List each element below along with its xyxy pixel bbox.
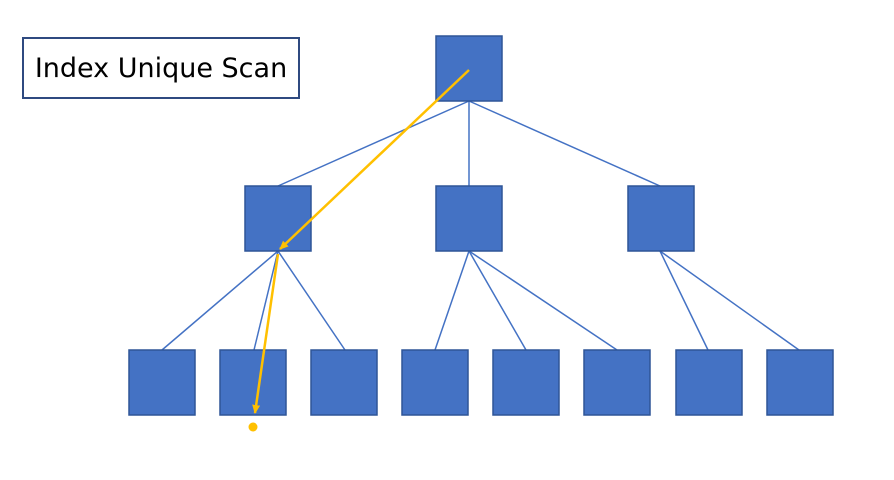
tree-edges [161,100,800,351]
leaf-node-4 [401,349,469,416]
scan-arrow-root-to-branch [279,69,470,250]
edge-branch-3-leaf-7 [659,250,709,351]
branch-node-3 [627,185,695,252]
leaf-node-2 [219,349,287,416]
edge-root-branch-3 [468,100,661,187]
leaf-node-8 [766,349,834,416]
branch-node-2 [435,185,503,252]
leaf-node-1 [128,349,196,416]
tree-nodes [128,35,834,416]
scan-path [252,69,470,414]
edge-branch-1-leaf-2 [253,250,279,351]
leaf-node-7 [675,349,743,416]
edge-branch-2-leaf-4 [434,250,470,351]
edge-branch-2-leaf-6 [468,250,618,351]
edge-branch-1-leaf-1 [161,250,279,351]
edge-branch-2-leaf-5 [468,250,527,351]
leaf-node-5 [492,349,560,416]
leaf-node-6 [583,349,651,416]
root-node [435,35,503,102]
edge-branch-3-leaf-8 [659,250,800,351]
target-row-dot [248,422,258,432]
edge-branch-1-leaf-3 [277,250,346,351]
diagram-title: Index Unique Scan [22,37,300,99]
branch-node-1 [244,185,312,252]
edge-root-branch-1 [277,100,470,187]
leaf-node-3 [310,349,378,416]
scan-arrow-branch-to-leaf [252,253,280,414]
